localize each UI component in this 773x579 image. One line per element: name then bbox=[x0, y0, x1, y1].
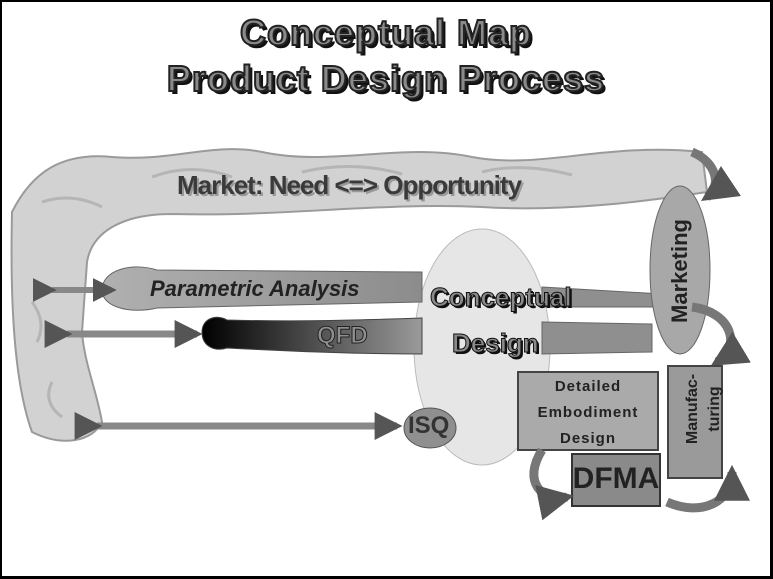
qfd-label: QFD bbox=[317, 322, 369, 350]
isq-label: ISQ bbox=[408, 412, 450, 439]
dfma-to-manufacturing-arrow bbox=[665, 464, 750, 513]
manufacturing-box bbox=[667, 365, 723, 479]
qfd-band bbox=[201, 316, 423, 355]
dfma-box bbox=[571, 453, 661, 507]
conceptual-design-label-2: Design bbox=[452, 328, 540, 359]
conceptual-design-label-1: Conceptual bbox=[430, 282, 573, 313]
isq-node bbox=[403, 407, 457, 449]
detailed-to-dfma-arrow bbox=[529, 447, 575, 521]
manufacturing-label-2: turing bbox=[706, 386, 723, 432]
detailed-design-box bbox=[517, 371, 659, 451]
qfd-to-marketing-arrow bbox=[541, 321, 653, 355]
dfma-label: DFMA bbox=[572, 462, 660, 495]
marketing-label: Marketing bbox=[667, 219, 692, 323]
title-line-2: Product Design Process bbox=[166, 57, 606, 100]
manufacturing-label-1: Manufac- bbox=[684, 373, 701, 445]
title-line-1: Conceptual Map bbox=[239, 11, 532, 54]
market-band-texture bbox=[30, 164, 573, 419]
detailed-label-1: Detailed bbox=[554, 378, 622, 395]
market-label: Market: Need <=> Opportunity bbox=[177, 170, 522, 200]
parametric-analysis-label: Parametric Analysis bbox=[150, 276, 360, 301]
band-arrow bbox=[690, 147, 741, 202]
detailed-label-2: Embodiment bbox=[537, 404, 639, 421]
detailed-label-3: Design bbox=[559, 430, 616, 447]
marketing-loop-arrow bbox=[691, 302, 751, 366]
parametric-band bbox=[101, 266, 423, 311]
